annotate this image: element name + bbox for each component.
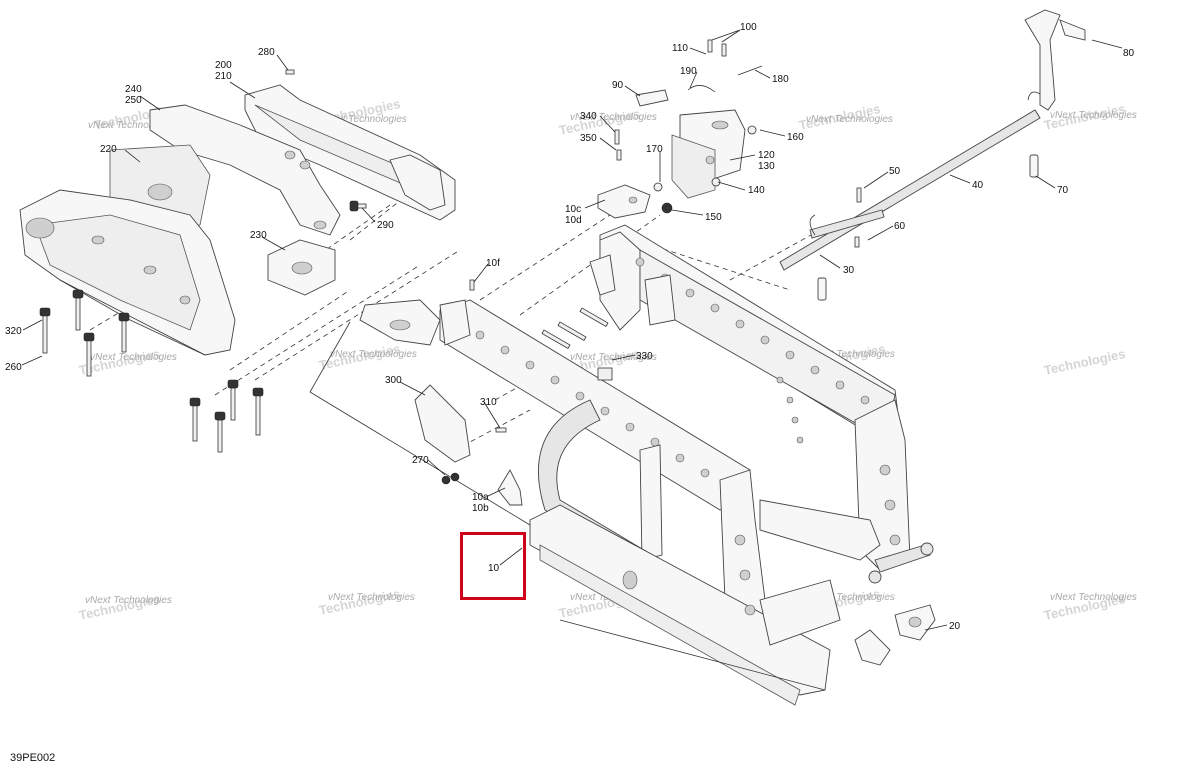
- callout-170[interactable]: 170: [646, 144, 663, 155]
- fastener-group-left: [39, 69, 367, 453]
- watermark-inline: vNext Technologies: [1050, 110, 1137, 121]
- callout-50[interactable]: 50: [889, 166, 901, 177]
- callout-10f[interactable]: 10f: [486, 258, 500, 269]
- small-brackets[interactable]: [414, 279, 936, 666]
- callout-240[interactable]: 240: [125, 84, 142, 95]
- watermark-inline: vNext Technologies: [808, 592, 895, 603]
- callout-120[interactable]: 120: [758, 150, 775, 161]
- callout-10[interactable]: 10: [488, 563, 500, 574]
- watermark-inline: vNext Technologies: [806, 114, 893, 125]
- callout-280[interactable]: 280: [258, 47, 275, 58]
- callout-110[interactable]: 110: [672, 43, 688, 54]
- pedal-shaft-assembly[interactable]: [779, 9, 1086, 301]
- callout-300[interactable]: 300: [385, 375, 402, 386]
- callout-140[interactable]: 140: [748, 185, 765, 196]
- watermark-inline: vNext Technologies: [85, 595, 172, 606]
- callout-40[interactable]: 40: [972, 180, 984, 191]
- callout-310[interactable]: 310: [480, 397, 497, 408]
- callout-130[interactable]: 130: [758, 161, 775, 172]
- callout-190[interactable]: 190: [680, 66, 697, 77]
- diagram-code: 39PE002: [10, 752, 56, 764]
- callout-20[interactable]: 20: [949, 621, 961, 632]
- callout-290[interactable]: 290: [377, 220, 394, 231]
- watermark-inline: vNext Technologies: [570, 352, 657, 363]
- callout-90[interactable]: 90: [612, 80, 624, 91]
- left-cross-member[interactable]: [19, 189, 236, 356]
- callout-70[interactable]: 70: [1057, 185, 1069, 196]
- watermark-inline: vNext Technologies: [90, 352, 177, 363]
- watermark: Technologies: [1043, 346, 1127, 378]
- callout-350[interactable]: 350: [580, 133, 597, 144]
- callout-150[interactable]: 150: [705, 212, 722, 223]
- callout-200[interactable]: 200: [215, 60, 232, 71]
- upper-frame-bracket[interactable]: [109, 84, 456, 236]
- callout-160[interactable]: 160: [787, 132, 804, 143]
- callout-10c[interactable]: 10c: [565, 204, 581, 215]
- callout-330[interactable]: 330: [636, 351, 653, 362]
- watermark-inline: vNext Technologies: [320, 114, 407, 125]
- callout-340[interactable]: 340: [580, 111, 597, 122]
- watermark-inline: vNext Technologies: [88, 120, 175, 131]
- callout-180[interactable]: 180: [772, 74, 789, 85]
- callout-30[interactable]: 30: [843, 265, 855, 276]
- callout-230[interactable]: 230: [250, 230, 267, 241]
- callout-320[interactable]: 320: [5, 326, 22, 337]
- watermark-inline: vNext Technologies: [330, 349, 417, 360]
- bracket-230[interactable]: [267, 239, 336, 296]
- callout-220[interactable]: 220: [100, 144, 117, 155]
- leader-lines: [21, 29, 1123, 631]
- callout-60[interactable]: 60: [894, 221, 906, 232]
- watermark-inline: vNext Technologies: [1050, 592, 1137, 603]
- callout-250[interactable]: 250: [125, 95, 142, 106]
- callout-210[interactable]: 210: [215, 71, 232, 82]
- main-frame[interactable]: [359, 224, 934, 706]
- callout-260[interactable]: 260: [5, 362, 22, 373]
- callout-80[interactable]: 80: [1123, 48, 1135, 59]
- callout-100[interactable]: 100: [740, 22, 757, 33]
- callout-270[interactable]: 270: [412, 455, 429, 466]
- callout-10d[interactable]: 10d: [565, 215, 582, 226]
- callout-10b[interactable]: 10b: [472, 503, 489, 514]
- callout-labels: 100 110 80 190 180 90 340 350 160 120 13…: [5, 22, 1135, 632]
- highlight-box-part-10: [460, 532, 526, 600]
- watermark-inline: vNext Technologies: [808, 349, 895, 360]
- watermark-inline: vNext Technologies: [328, 592, 415, 603]
- frame-bracket-outline: [309, 321, 826, 691]
- callout-10a[interactable]: 10a: [472, 492, 489, 503]
- watermark-inline: vNext Technologies: [570, 112, 657, 123]
- pedal-bracket-assembly[interactable]: [597, 39, 763, 219]
